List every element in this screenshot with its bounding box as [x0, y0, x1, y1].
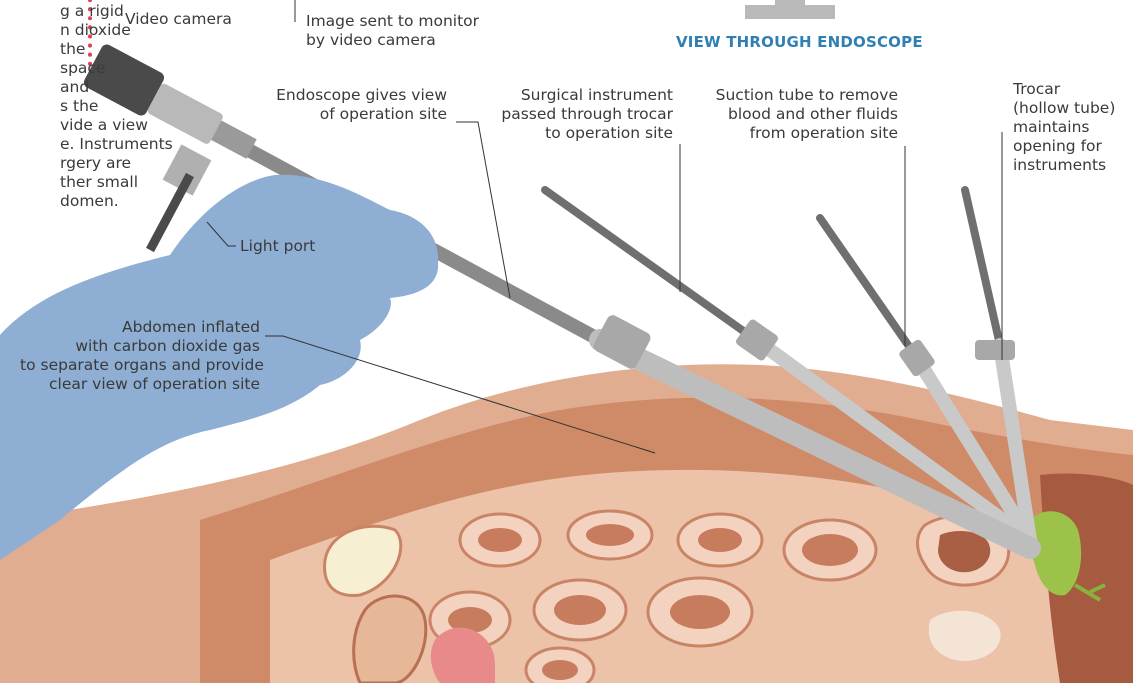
light-port-label: Light port [240, 237, 315, 256]
trocar-label: Trocar(hollow tube)maintains opening for… [1013, 80, 1115, 175]
monitor-stand [775, 0, 805, 5]
view-title: VIEW THROUGH ENDOSCOPE [676, 33, 923, 51]
uterus [354, 596, 426, 683]
video-camera-label: Video camera [125, 10, 232, 29]
